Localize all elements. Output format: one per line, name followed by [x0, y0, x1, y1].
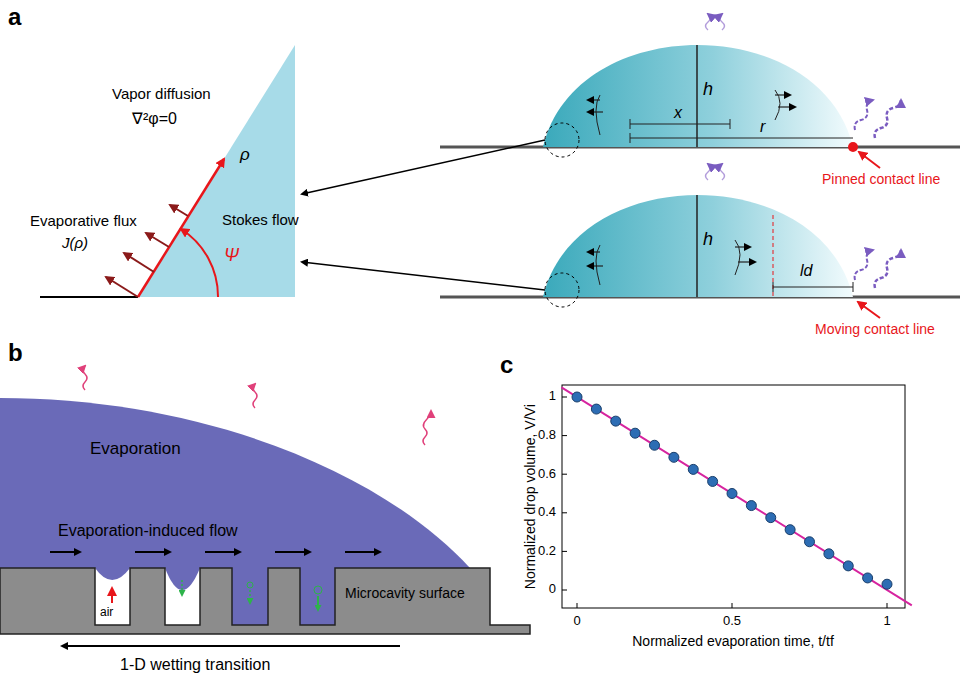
callout-label: Pinned contact line [822, 172, 940, 187]
dimension-label: h [703, 80, 713, 100]
part-label: Microcavity surface [345, 586, 465, 601]
tick-label: 0.2 [538, 544, 556, 558]
dimension-label: h [703, 230, 713, 250]
axis-title: Normalized evaporation time, t/tf [632, 634, 834, 649]
volume-plot [562, 385, 912, 608]
callout-label: Moving contact line [815, 322, 935, 337]
physics-label: 1-D wetting transition [120, 656, 270, 674]
panel-letter: b [8, 340, 23, 366]
physics-label: Evaporative flux [30, 213, 137, 230]
equation: ∇²φ=0 [132, 110, 177, 128]
symbol-label: Ψ [224, 246, 239, 266]
physics-label: Evaporation-induced flow [58, 522, 238, 540]
physics-label: Vapor diffusion [112, 86, 211, 103]
axis-title: Normalized drop volume, V/Vi [522, 405, 537, 590]
panel-letter: c [500, 352, 513, 378]
tick-label: 0 [573, 614, 580, 628]
moving-drop [302, 164, 960, 318]
tick-label: 0 [549, 582, 556, 596]
physics-label: J(ρ) [62, 235, 88, 252]
tick-label: 1 [549, 389, 556, 403]
tick-label: 0.8 [538, 428, 556, 442]
physics-label: Stokes flow [222, 212, 299, 229]
microcavity-illustration [0, 366, 530, 646]
tick-label: 1 [883, 614, 890, 628]
dimension-label: r [760, 118, 765, 136]
tick-label: 0.5 [723, 614, 741, 628]
wedge-illustration [40, 45, 295, 297]
physics-label: Evaporation [90, 440, 181, 459]
panel-letter: a [8, 4, 21, 30]
tick-label: 0.4 [538, 505, 556, 519]
dimension-label: x [674, 104, 682, 122]
dimension-label: ld [800, 262, 812, 280]
tick-label: 0.6 [538, 467, 556, 481]
physics-label: air [100, 606, 113, 619]
pinned-drop [302, 14, 960, 194]
symbol-label: ρ [240, 146, 250, 165]
